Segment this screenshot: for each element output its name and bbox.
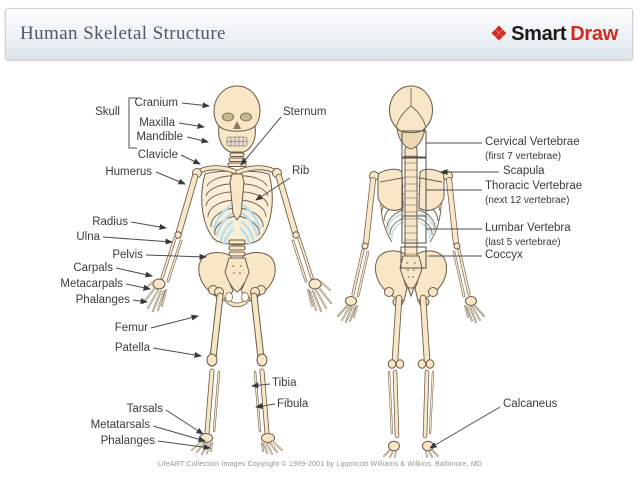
label-maxilla: Maxilla <box>139 117 175 129</box>
label-metacarpals: Metacarpals <box>60 278 123 290</box>
label-thoracic-vertebrae: Thoracic Vertebrae (next 12 vertebrae) <box>485 180 582 207</box>
label-tibia: Tibia <box>272 377 297 389</box>
scapulae <box>377 168 445 211</box>
label-cervical-main: Cervical Vertebrae <box>485 136 580 148</box>
label-sternum: Sternum <box>283 106 327 118</box>
logo-text-primary: Smart <box>511 22 567 45</box>
page-title: Human Skeletal Structure <box>20 23 226 44</box>
skull-back <box>389 85 433 150</box>
label-cervical-sub: (first 7 vertebrae) <box>485 151 562 162</box>
label-rib: Rib <box>292 165 310 177</box>
label-cervical-vertebrae: Cervical Vertebrae (first 7 vertebrae) <box>485 136 580 163</box>
pelvis-front <box>198 252 276 308</box>
label-radius: Radius <box>92 216 128 228</box>
label-lumbar-main: Lumbar Vertebra <box>485 222 571 234</box>
label-phalanges-hand: Phalanges <box>75 294 130 306</box>
pelvis-back <box>374 250 448 307</box>
label-skull: Skull <box>95 106 120 118</box>
label-metatarsals: Metatarsals <box>90 419 150 431</box>
label-fibula: Fibula <box>277 398 309 410</box>
arm-back <box>337 171 379 323</box>
label-tarsals: Tarsals <box>126 403 163 415</box>
label-thoracic-sub: (next 12 vertebrae) <box>485 195 570 206</box>
logo-text-secondary: Draw <box>570 22 618 45</box>
smartdraw-diamond-icon: ❖ <box>490 23 508 45</box>
label-patella: Patella <box>114 342 150 354</box>
label-ulna: Ulna <box>76 231 100 243</box>
anterior-skeleton <box>142 85 331 455</box>
label-cranium: Cranium <box>134 97 178 109</box>
sternum-bone <box>229 173 245 221</box>
skull-bracket <box>128 97 137 149</box>
label-lumbar-sub: (last 5 vertebrae) <box>485 237 561 248</box>
label-femur: Femur <box>114 322 148 334</box>
label-scapula: Scapula <box>503 165 545 177</box>
label-connectors <box>102 97 501 451</box>
spine-back <box>404 143 418 275</box>
label-carpals: Carpals <box>73 262 113 274</box>
copyright-text: LifeART Collection Images Copyright © 19… <box>157 461 483 468</box>
arm-front <box>142 168 202 312</box>
label-mandible: Mandible <box>136 131 183 143</box>
label-lumbar-vertebra: Lumbar Vertebra (last 5 vertebrae) <box>485 222 571 249</box>
cervical-front <box>227 152 247 167</box>
posterior-skeleton <box>337 85 484 458</box>
label-thoracic-main: Thoracic Vertebrae <box>485 180 583 192</box>
label-pelvis: Pelvis <box>112 249 143 261</box>
label-phalanges-foot: Phalanges <box>100 435 155 447</box>
label-humerus: Humerus <box>105 166 152 178</box>
label-coccyx: Coccyx <box>485 249 523 261</box>
costal-cartilage <box>212 204 262 246</box>
clavicles <box>197 165 277 175</box>
leg-back <box>383 294 405 458</box>
skull-front <box>213 85 261 153</box>
label-clavicle: Clavicle <box>137 149 178 161</box>
label-calcaneus: Calcaneus <box>503 398 558 410</box>
leg-front <box>191 287 224 455</box>
